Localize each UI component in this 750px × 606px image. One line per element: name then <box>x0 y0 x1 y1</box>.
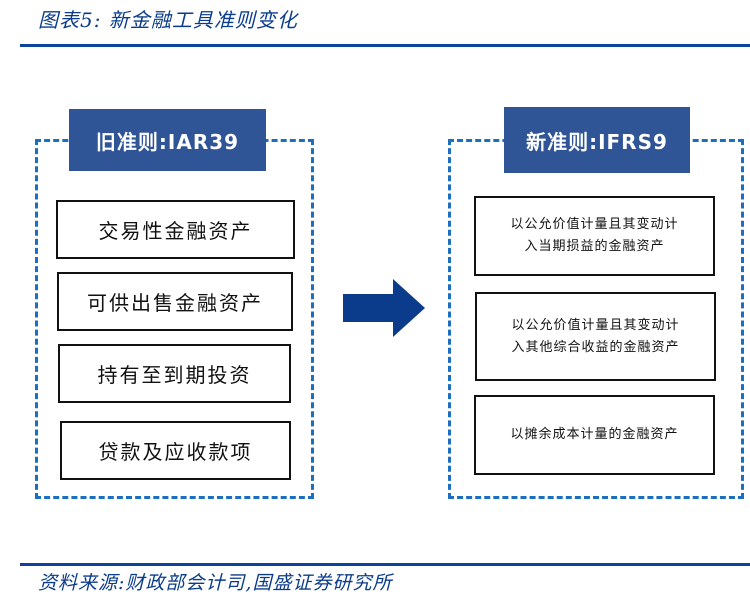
new-item-fvtpl: 以公允价值计量且其变动计 入当期损益的金融资产 <box>474 196 715 276</box>
old-item-held-to-maturity: 持有至到期投资 <box>58 344 291 403</box>
right-arrow-icon <box>343 279 425 337</box>
old-standard-label: 旧准则:IAR39 <box>69 109 266 171</box>
new-item-line: 入其他综合收益的金融资产 <box>511 339 680 355</box>
old-item-text: 可供出售金融资产 <box>87 291 263 315</box>
old-item-trading-assets: 交易性金融资产 <box>56 200 295 259</box>
old-item-text: 持有至到期投资 <box>97 363 252 387</box>
old-item-available-for-sale: 可供出售金融资产 <box>57 272 293 331</box>
old-item-text: 贷款及应收款项 <box>98 440 253 464</box>
new-item-line: 以公允价值计量且其变动计 <box>510 217 679 232</box>
top-rule <box>20 44 750 47</box>
new-item-line: 以公允价值计量且其变动计 <box>511 317 680 333</box>
new-item-line: 以摊余成本计量的金融资产 <box>510 427 679 442</box>
old-item-text: 交易性金融资产 <box>98 219 253 243</box>
new-item-line: 入当期损益的金融资产 <box>524 239 665 254</box>
new-item-fvoci: 以公允价值计量且其变动计 入其他综合收益的金融资产 <box>475 292 716 381</box>
figure-title: 图表5: 新金融工具准则变化 <box>38 8 298 32</box>
old-item-loans-receivables: 贷款及应收款项 <box>60 421 291 480</box>
new-item-amortised-cost: 以摊余成本计量的金融资产 <box>474 395 715 475</box>
source-note: 资料来源:财政部会计司,国盛证券研究所 <box>38 572 393 594</box>
bottom-rule <box>20 563 750 566</box>
new-standard-label: 新准则:IFRS9 <box>504 107 690 173</box>
